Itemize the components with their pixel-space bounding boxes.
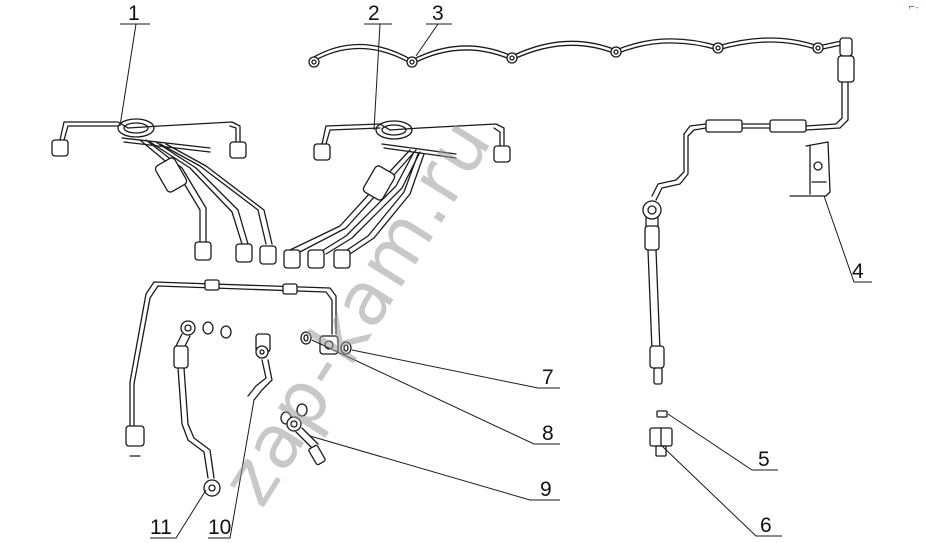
part-3-fuel-return-line[interactable] bbox=[308, 37, 855, 385]
leader-lines bbox=[119, 23, 872, 539]
leader-5 bbox=[667, 413, 778, 471]
leader-10 bbox=[208, 399, 255, 539]
leader-4 bbox=[823, 195, 872, 283]
corner-mark: ⌐- bbox=[908, 3, 919, 13]
callout-1: 1 bbox=[128, 2, 140, 25]
part-4-bracket[interactable] bbox=[789, 141, 831, 197]
callout-10: 10 bbox=[208, 516, 231, 539]
callout-3: 3 bbox=[432, 2, 444, 25]
callout-2: 2 bbox=[368, 2, 380, 25]
callout-8: 8 bbox=[542, 422, 554, 445]
callout-6: 6 bbox=[760, 514, 772, 537]
callout-9: 9 bbox=[540, 478, 552, 501]
part-5-washer[interactable] bbox=[656, 410, 668, 418]
callout-4: 4 bbox=[852, 260, 864, 283]
part-9-banjo-fitting[interactable] bbox=[280, 403, 326, 466]
leader-2 bbox=[364, 23, 392, 131]
leader-11 bbox=[150, 489, 207, 539]
part-1-injection-pipes-left[interactable] bbox=[51, 118, 277, 265]
leader-3 bbox=[415, 23, 452, 57]
part-10-short-pipe[interactable] bbox=[247, 333, 273, 401]
leader-7 bbox=[351, 349, 560, 389]
leader-6 bbox=[661, 445, 782, 537]
pipe-assembly-long[interactable] bbox=[125, 279, 339, 457]
part-7-washer[interactable] bbox=[340, 341, 352, 355]
callout-5: 5 bbox=[758, 448, 770, 471]
callout-labels: 1 2 3 4 5 6 7 8 9 10 11 bbox=[128, 2, 864, 539]
part-8-washer[interactable] bbox=[300, 331, 312, 345]
part-6-banjo-bolt[interactable] bbox=[649, 427, 673, 457]
leader-8 bbox=[311, 339, 560, 445]
watermark-text: zap-kam.ru bbox=[204, 103, 509, 520]
part-2-injection-pipes-right[interactable] bbox=[283, 120, 511, 269]
callout-7: 7 bbox=[542, 366, 554, 389]
leader-1 bbox=[119, 23, 150, 127]
part-11-pipe-with-hose[interactable] bbox=[173, 320, 232, 497]
leader-9 bbox=[309, 435, 560, 501]
callout-11: 11 bbox=[150, 516, 172, 539]
